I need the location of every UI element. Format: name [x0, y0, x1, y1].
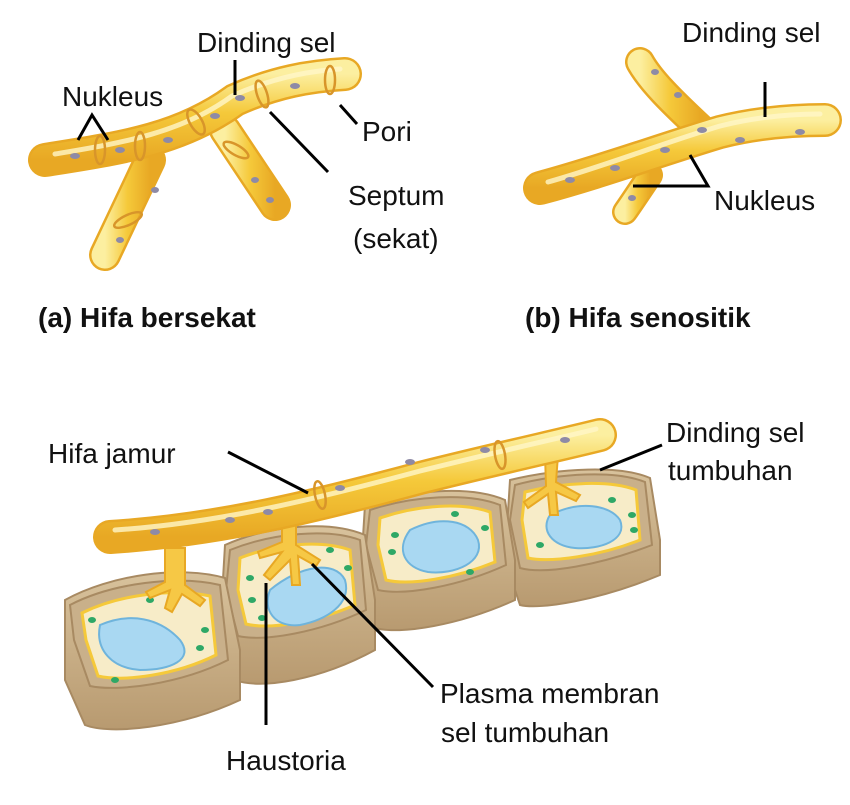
label-fungal-hypha: Hifa jamur: [48, 438, 176, 469]
leader-plasma: [310, 562, 435, 689]
leader-pore: [338, 103, 359, 126]
leader-septum: [268, 110, 330, 174]
label-septum-line1: Septum: [348, 180, 445, 211]
haustoria-illustration: [144, 454, 582, 614]
label-pore: Pori: [362, 116, 412, 147]
label-cell-wall-a: Dinding sel: [197, 27, 336, 58]
plant-cells-illustration: [64, 468, 661, 731]
label-septum-line2: (sekat): [353, 223, 439, 254]
label-plasma-line2: sel tumbuhan: [441, 717, 609, 748]
leader-nucleus-b: [633, 154, 711, 188]
leader-fungal-hypha: [227, 450, 309, 495]
fungal-hypha-illustration: [93, 418, 617, 554]
label-plant-wall-line1: Dinding sel: [666, 417, 805, 448]
leader-nucleus-a: [76, 112, 110, 141]
label-cell-wall-b: Dinding sel: [682, 17, 821, 48]
label-haustoria: Haustoria: [226, 745, 346, 776]
caption-panel-a: (a) Hifa bersekat: [38, 302, 256, 333]
coenocytic-hypha-illustration: [523, 47, 842, 225]
label-nucleus-b: Nukleus: [714, 185, 815, 216]
label-plasma-line1: Plasma membran: [440, 678, 659, 709]
label-nucleus-a: Nukleus: [62, 81, 163, 112]
label-plant-wall-line2: tumbuhan: [668, 455, 793, 486]
leader-plant-wall: [599, 443, 663, 472]
septate-hypha-illustration: [28, 57, 362, 271]
caption-panel-b: (b) Hifa senositik: [525, 302, 751, 333]
